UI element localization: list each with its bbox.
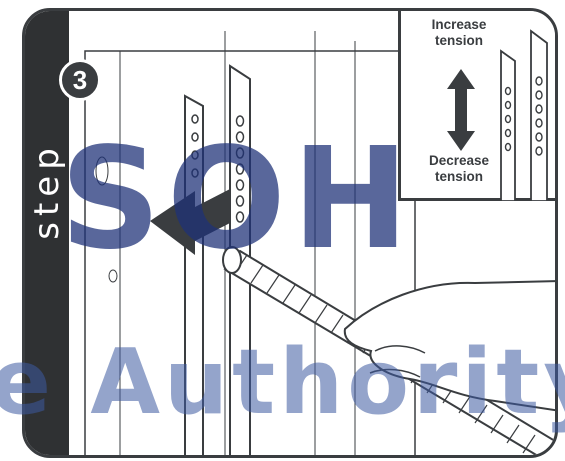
decrease-tension-label: Decrease tension [409,153,509,185]
tension-detail-inset: Increase tension Decrease tension [398,11,558,201]
step-number-badge: 3 [59,59,101,101]
double-arrow-icon [447,69,475,151]
inset-bracket-2 [531,31,547,201]
bracket-left [185,96,203,458]
step-label: step [27,142,67,240]
step-card: step 3 [22,8,558,458]
increase-tension-label: Increase tension [409,17,509,49]
